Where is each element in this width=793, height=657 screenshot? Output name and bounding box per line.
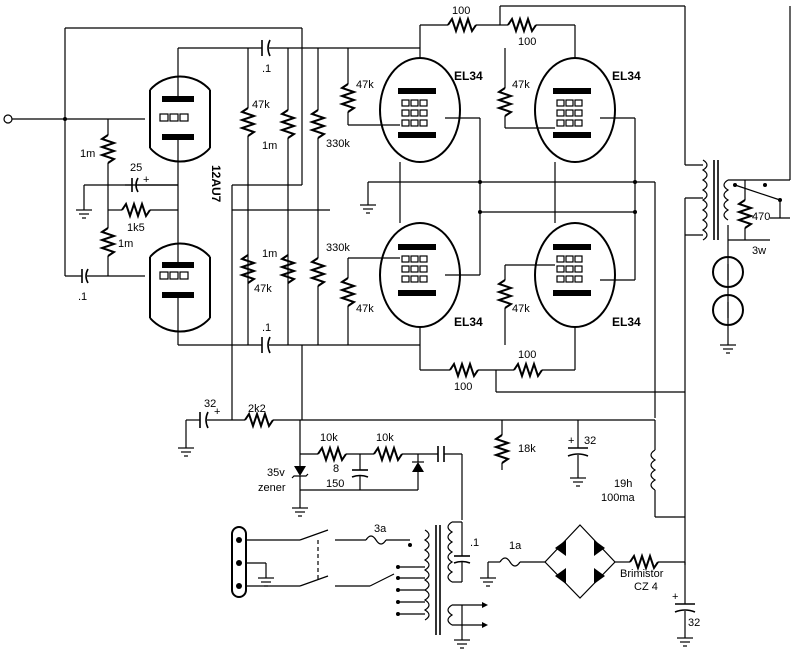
el34-top-plate-wiring [419, 5, 686, 165]
label-2k2: 2k2 [248, 403, 266, 415]
tube-el34-tr [534, 57, 616, 163]
label-1m-bot: 1m [118, 238, 133, 250]
label-330k-top: 330k [326, 138, 350, 150]
fuse-3a [365, 535, 410, 545]
label-1m-top: 1m [80, 148, 95, 160]
mains-transformer [423, 521, 488, 649]
grid-resistor-1m-bot [98, 210, 145, 277]
label-100-bot-b: 100 [518, 349, 536, 361]
label-25-pol: + [143, 174, 149, 186]
input-capacitor-bot [64, 268, 108, 284]
label-47k-el-tl: 47k [356, 79, 374, 91]
coupling-cap-bot [261, 336, 420, 354]
el34-bot-plate-wiring [419, 327, 685, 393]
el34-grid-res-br [495, 264, 555, 345]
cap-mains-01 [453, 522, 471, 582]
label-32-left: 32 [204, 398, 216, 410]
label-1a: 1a [509, 540, 522, 552]
el34-grid-res-tr [495, 48, 555, 129]
label-10k-b: 10k [376, 432, 394, 444]
resistor-47k-bot [238, 254, 258, 284]
label-32-out-pol: + [672, 591, 678, 603]
bridge-rectifier [544, 524, 630, 599]
tube-el34-tl [379, 57, 461, 163]
cathode-capacitor [107, 177, 178, 210]
resistor-470 [728, 180, 770, 241]
resistor-47k-top [238, 48, 258, 345]
cap-32-out [674, 562, 696, 647]
label-100-top-a: 100 [452, 5, 470, 17]
label-c-mains: .1 [470, 537, 479, 549]
resistor-1m-top-col [278, 48, 298, 345]
resistor-330k-top [308, 48, 328, 258]
label-32-mid: 32 [584, 435, 596, 447]
choke-19h [650, 420, 685, 518]
brimistor [629, 552, 685, 572]
label-el34-br: EL34 [612, 315, 641, 329]
cap-32-mid [567, 420, 589, 487]
feedback-line [63, 27, 303, 270]
label-1m-col-top: 1m [262, 140, 277, 152]
tube-el34-br [534, 222, 616, 328]
coupling-cap-top [261, 39, 420, 57]
label-47k-el-bl: 47k [356, 303, 374, 315]
label-c-in-bot: .1 [78, 291, 87, 303]
label-100-bot-a: 100 [454, 381, 472, 393]
label-10k-a: 10k [320, 432, 338, 444]
ground-left [76, 184, 108, 219]
label-32-out: 32 [688, 617, 700, 629]
speakers [712, 256, 744, 354]
label-19h: 19h [614, 478, 632, 490]
label-c-bot: .1 [262, 322, 271, 334]
el34-grid-res-tl [338, 48, 400, 126]
label-470: 470 [752, 211, 770, 223]
bias-network [291, 420, 463, 520]
label-8: 8 [333, 463, 339, 475]
fuse-1a [480, 557, 545, 587]
label-47k-el-tr: 47k [512, 79, 530, 91]
label-35v: 35v [267, 467, 285, 479]
mains-socket[interactable] [231, 526, 247, 598]
resistor-2k2 [244, 345, 655, 430]
label-zener: zener [258, 482, 286, 494]
label-el34-bl: EL34 [454, 315, 483, 329]
mains-switch[interactable] [246, 529, 370, 587]
cap-32-left [178, 411, 245, 457]
label-25: 25 [130, 162, 142, 174]
label-100-top-b: 100 [518, 36, 536, 48]
voltage-selector[interactable] [369, 543, 425, 616]
el34-grid-res-bl [338, 257, 400, 345]
label-1m-col-bot: 1m [262, 248, 277, 260]
label-32-left-pol: + [214, 406, 220, 418]
label-brimistor: Brimistor [620, 568, 664, 580]
label-1k5: 1k5 [127, 222, 145, 234]
label-150: 150 [326, 478, 344, 490]
resistor-330k-bot [308, 257, 328, 345]
label-47k-el-br: 47k [512, 303, 530, 315]
output-transformer [684, 6, 791, 565]
tube-label-12au7: 12AU7 [209, 165, 223, 203]
label-100ma: 100ma [601, 492, 636, 504]
label-3a: 3a [374, 523, 387, 535]
label-32-mid-pol: + [568, 435, 574, 447]
resistor-18k [492, 420, 512, 470]
el34-common-wiring [360, 117, 656, 418]
label-47k-top: 47k [252, 99, 270, 111]
resistor-1m-bot-col [278, 254, 298, 284]
label-3w: 3w [752, 245, 766, 257]
tube-12au7 [125, 47, 262, 346]
label-el34-tl: EL34 [454, 69, 483, 83]
label-18k: 18k [518, 443, 536, 455]
label-el34-tr: EL34 [612, 69, 641, 83]
cathode-resistor-1k5 [108, 200, 178, 220]
label-47k-bot: 47k [254, 283, 272, 295]
label-cz4: CZ 4 [634, 581, 658, 593]
speaker-switch[interactable] [733, 183, 790, 219]
input-terminal[interactable] [3, 114, 145, 124]
grid-resistor-1m-top [98, 119, 118, 185]
label-330k-bot: 330k [326, 242, 350, 254]
label-c-top: .1 [262, 63, 271, 75]
